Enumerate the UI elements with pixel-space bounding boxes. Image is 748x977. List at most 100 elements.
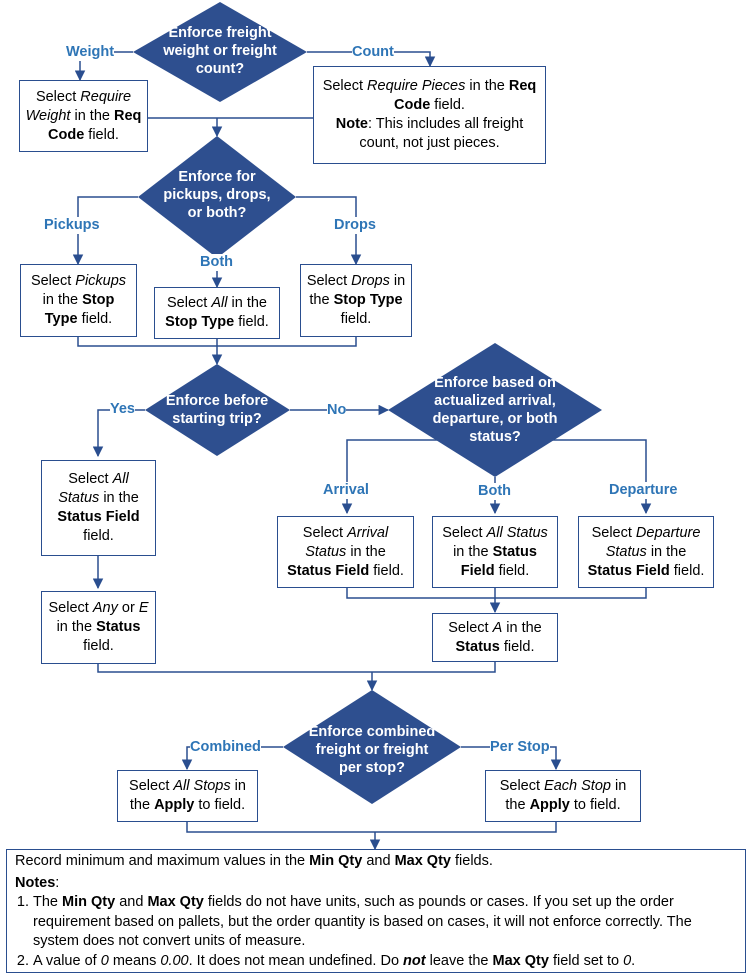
text-bold: Status [455,638,500,655]
text: in the [646,543,687,560]
box-require-pieces: Select Require Pieces in the Req Code fi… [313,66,546,164]
box-drops: Select Drops in the Stop Type field. [300,264,412,337]
text: means [108,952,161,969]
text: in the [346,543,386,560]
decision-diamond-1 [133,2,307,102]
text-italic: All Stops [173,778,231,794]
box-all-stops: Select All Stops in the Apply to field. [117,770,258,822]
text-bold: Max Qty [147,894,204,910]
note-text: : This includes all freight count, not j… [359,116,524,151]
text-bold: Stop Type [333,292,403,308]
edge-count [307,51,436,68]
decision-diamond-3 [145,364,290,456]
box-require-weight: Select Require Weight in the Req Code fi… [19,80,148,152]
text-italic: Any [92,600,118,616]
box-pickups: Select Pickups in the Stop Type field. [20,264,137,337]
text: field. [499,638,535,655]
text-italic: 0 [623,952,632,969]
text-italic: A [492,619,503,636]
text: Select [448,619,493,636]
text-bold: Req Code [48,107,142,143]
text: Select [322,78,368,94]
text-italic: Departure Status [605,524,701,560]
text-bold: Status Field [57,509,140,525]
notes-box: Record minimum and maximum values in the… [6,849,746,973]
merge-line-4 [97,662,496,673]
text-italic: E [138,600,149,616]
text-italic: All Status [486,524,548,541]
decision-diamond-4 [388,343,602,477]
edge-label-weight: Weight [66,44,115,61]
text: to field. [194,797,246,813]
box-all-stop-type: Select All in the Stop Type field. [154,287,280,339]
notes-heading: Notes [15,874,56,891]
edge-label-no: No [327,402,347,419]
text: fields. [450,853,493,869]
text: and [115,894,148,910]
box-each-stop: Select Each Stop in the Apply to field. [485,770,641,822]
text: Select [30,273,76,289]
text: The [33,894,63,910]
text-bold: Status [96,619,141,635]
decision-3-text: Enforce before starting trip? [165,393,269,427]
text: Select [442,524,487,541]
text-bold: Max Qty [492,952,549,969]
text-italic: Arrival Status [305,524,389,560]
text: field. [83,638,114,654]
text: . [631,952,636,969]
text: Select [591,524,636,541]
text: Record minimum and maximum values in the [15,853,310,869]
text: in the [309,273,406,308]
text-italic: Require Weight [25,88,132,124]
text: . It does not mean undefined. Do [188,952,404,969]
note-item-1: The Min Qty and Max Qty fields do not ha… [33,893,737,952]
text: Select [68,471,113,487]
text-bold: Max Qty [394,853,451,869]
text: field. [77,311,113,327]
edge-label-departure: Departure [609,482,678,499]
text: Select [499,778,545,794]
notes-heading-line: Notes: [15,874,60,891]
text: in the [453,543,493,560]
text-bold: Min Qty [62,894,116,910]
decision-1-text: Enforce freight weight or freight count? [163,25,277,77]
text-bold: Min Qty [309,853,363,869]
text: Select [129,778,174,794]
text-bold: Stop Type [165,314,235,330]
text: in the [42,292,83,308]
text-italic: 0 [100,952,109,969]
edge-label-both-status: Both [478,483,512,500]
box-any-or-e: Select Any or E in the Status field. [41,591,156,664]
text: or [117,600,139,616]
text-italic: Each Stop [544,778,611,794]
decision-shapes [133,2,602,804]
text: field. [369,562,404,579]
text: field. [84,126,119,143]
edge-label-pickups: Pickups [44,217,100,234]
text: Select [167,295,212,311]
decision-diamond-2 [138,136,296,258]
edge-label-yes: Yes [110,401,135,418]
text: fields do not have units, such as pounds… [33,894,692,949]
text-italic: All [211,295,228,311]
text: field. [340,311,372,327]
box-departure-status: Select Departure Status in the Status Fi… [578,516,714,588]
text: in the [502,619,542,636]
merge-line-3 [346,588,647,599]
note-label: Note [335,116,368,132]
notes-list: The Min Qty and Max Qty fields do not ha… [15,893,737,971]
edge-label-arrival: Arrival [323,482,369,499]
text: to field. [569,797,621,813]
text-italic: Pickups [75,273,127,289]
text-italic: All Status [58,471,129,506]
text: Select [48,600,93,616]
text-bold: Status Field [287,562,370,579]
text: and [362,853,395,869]
edge-label-count: Count [352,44,394,61]
text: field. [234,314,269,330]
merge-line-5 [186,822,557,833]
text: Select [306,273,352,289]
text: in the [129,778,246,813]
text-italic: Require Pieces [367,78,466,94]
